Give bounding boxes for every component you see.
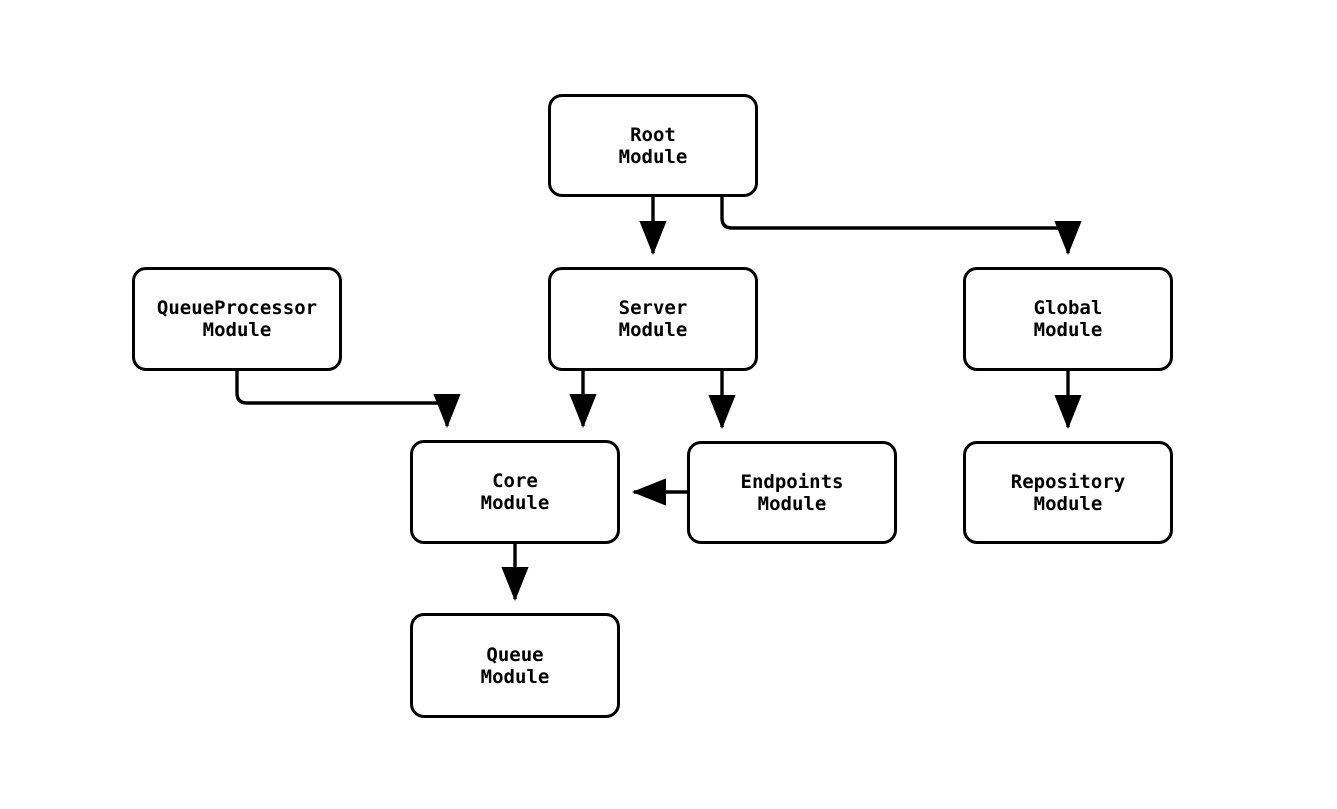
node-queueprocessor-module[interactable]: QueueProcessor Module [132, 267, 342, 371]
node-label-line2: Module [757, 492, 827, 515]
node-queue-module[interactable]: Queue Module [410, 613, 620, 718]
node-server-module[interactable]: Server Module [548, 267, 758, 371]
node-label-line1: Root [630, 123, 676, 146]
node-label-line2: Module [618, 319, 688, 341]
node-core-module[interactable]: Core Module [410, 440, 620, 544]
node-label-line1: Queue [486, 643, 544, 666]
node-label-line1: Core [492, 470, 538, 492]
node-endpoints-module[interactable]: Endpoints Module [687, 441, 897, 544]
node-label-line2: Module [1033, 319, 1103, 341]
node-label-line1: Server [618, 297, 688, 319]
node-global-module[interactable]: Global Module [963, 267, 1173, 371]
node-label-line1: Endpoints [740, 470, 844, 493]
node-label-line2: Module [480, 492, 550, 514]
edges-group [235, 197, 1082, 602]
node-label-line2: Module [1033, 492, 1103, 515]
node-repository-module[interactable]: Repository Module [963, 441, 1173, 544]
node-label-line2: Module [202, 319, 272, 341]
node-label-line1: Global [1033, 297, 1103, 319]
node-label-line2: Module [480, 665, 550, 688]
edge-queueprocessor-to-core [235, 371, 461, 429]
node-label-line1: QueueProcessor [156, 297, 318, 319]
node-label-line2: Module [618, 145, 688, 168]
edge-root-to-global [720, 197, 1082, 256]
node-label-line1: Repository [1010, 470, 1126, 493]
node-root-module[interactable]: Root Module [548, 94, 758, 197]
